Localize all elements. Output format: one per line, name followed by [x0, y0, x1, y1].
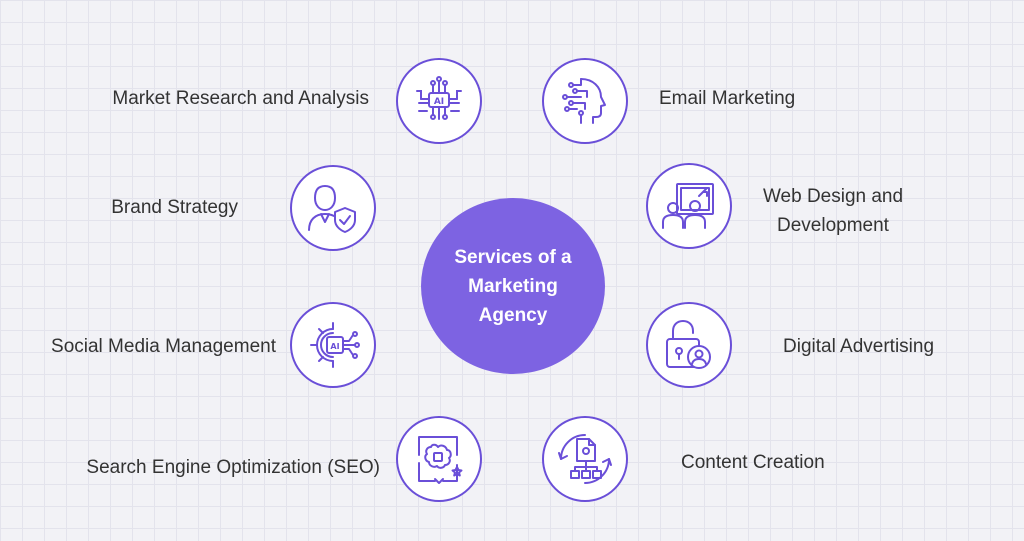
label-email-marketing: Email Marketing	[659, 88, 796, 109]
ai-chip-icon: AI	[416, 76, 462, 120]
node-email-marketing	[542, 58, 628, 144]
node-digital-advertising	[646, 302, 732, 388]
label-social-media: Social Media Management	[51, 336, 276, 357]
label-web-design: Web Design and Development	[762, 186, 904, 236]
ai-brain-icon	[418, 436, 463, 484]
svg-text:AI: AI	[330, 342, 339, 351]
label-content-creation: Content Creation	[681, 452, 825, 473]
document-flow-icon	[558, 434, 612, 484]
presentation-board-icon	[662, 183, 714, 229]
label-market-research: Market Research and Analysis	[112, 88, 369, 109]
node-content-creation	[542, 416, 628, 502]
node-social-media: AI	[290, 302, 376, 388]
user-shield-icon	[308, 185, 356, 233]
unlocked-padlock-user-icon	[666, 320, 711, 369]
ai-gear-icon: AI	[310, 322, 360, 368]
label-brand-strategy: Brand Strategy	[111, 197, 238, 218]
label-seo: Search Engine Optimization (SEO)	[86, 457, 380, 478]
node-seo	[396, 416, 482, 502]
node-market-research: AI	[396, 58, 482, 144]
node-brand-strategy	[290, 165, 376, 251]
ai-head-icon	[562, 78, 606, 124]
center-title-circle: Services of a Marketing Agency	[421, 198, 605, 374]
center-title: Services of a Marketing Agency	[454, 246, 572, 326]
label-digital-advertising: Digital Advertising	[783, 336, 935, 357]
node-web-design	[646, 163, 732, 249]
svg-text:AI: AI	[434, 97, 444, 107]
